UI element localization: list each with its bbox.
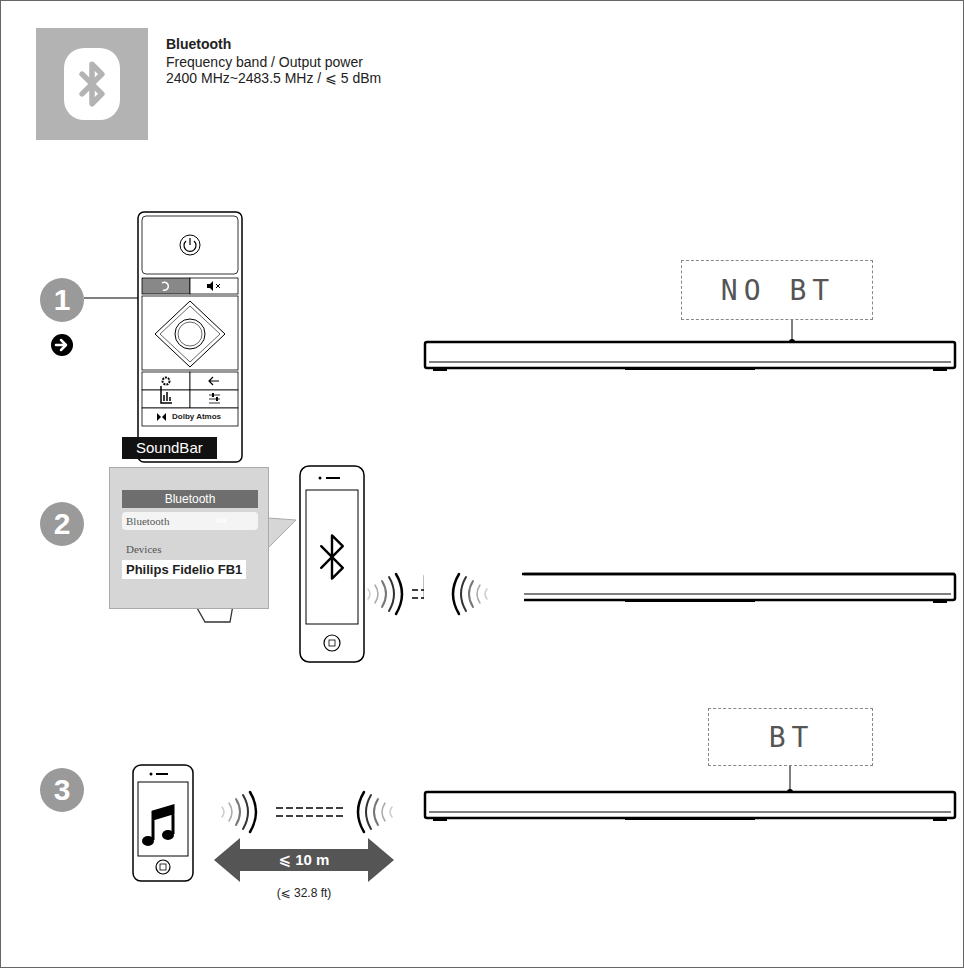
spec-value: 2400 MHz~2483.5 MHz / ⩽ 5 dBm [166,70,381,86]
spec-heading: Frequency band / Output power [166,54,363,70]
display-readout: NO BT [681,260,873,320]
distance-label: ⩽ 10 m [279,851,330,869]
remote-button-label: Dolby Atmos [172,412,221,421]
section-name: Devices [126,543,161,555]
settings-panel: BluetoothBluetoothONDevicesPhilips Fidel… [109,467,269,609]
distance-label: (⩽ 32.8 ft) [277,886,332,900]
remote-name: SoundBar [122,437,217,459]
step-number: 2 [40,502,84,546]
display-text: NO BT [721,276,835,306]
step-number: 1 [40,278,84,322]
panel-header: Bluetooth [122,490,258,508]
step-number: 3 [40,768,84,812]
display-readout: BT [708,708,873,766]
setting-name: Bluetooth [126,515,169,527]
device-name: Philips Fidelio FB1 [122,560,246,579]
title: Bluetooth [166,36,231,52]
display-text: BT [769,723,815,753]
toggle-label: ON [216,517,227,524]
